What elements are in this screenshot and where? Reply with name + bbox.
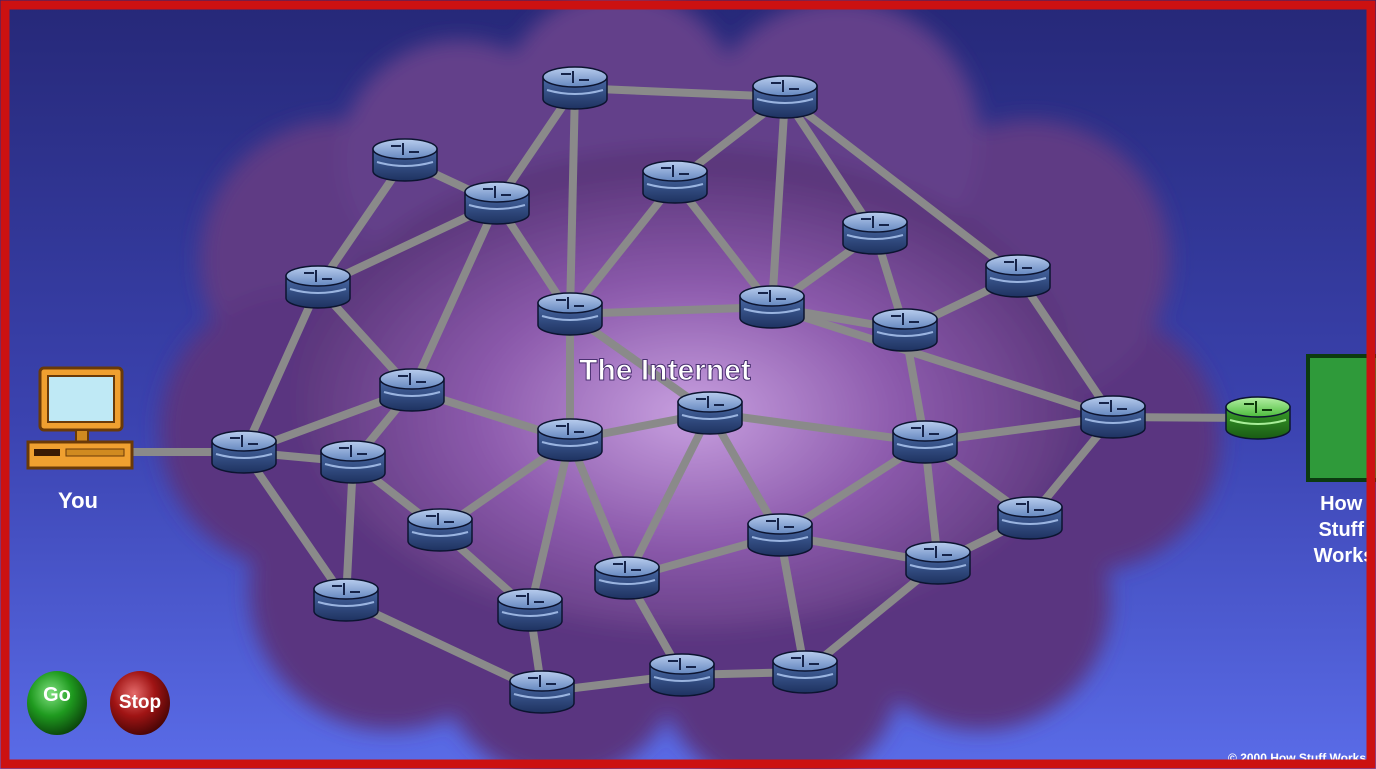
- go-button[interactable]: Go: [27, 671, 87, 735]
- router-icon[interactable]: [893, 421, 957, 463]
- computer-icon[interactable]: [28, 368, 132, 468]
- router-icon[interactable]: [510, 671, 574, 713]
- router-icon[interactable]: [873, 309, 937, 351]
- router-icon[interactable]: [843, 212, 907, 254]
- router-icon[interactable]: [543, 67, 607, 109]
- router-icon[interactable]: [538, 293, 602, 335]
- server-label: How Stuff Works: [1314, 493, 1375, 567]
- router-icon[interactable]: [498, 589, 562, 631]
- router-icon[interactable]: [286, 266, 350, 308]
- gateway-router-icon[interactable]: [1226, 397, 1290, 439]
- server-label-line: Stuff: [1318, 519, 1364, 541]
- router-icon[interactable]: [321, 441, 385, 483]
- router-icon[interactable]: [643, 161, 707, 203]
- router-icon[interactable]: [773, 651, 837, 693]
- router-icon[interactable]: [998, 497, 1062, 539]
- router-icon[interactable]: [408, 509, 472, 551]
- stop-button-label: Stop: [119, 692, 161, 713]
- network-link: [570, 88, 575, 314]
- router-icon[interactable]: [373, 139, 437, 181]
- router-icon[interactable]: [465, 182, 529, 224]
- router-icon[interactable]: [212, 431, 276, 473]
- router-icon[interactable]: [650, 654, 714, 696]
- stop-button[interactable]: Stop: [110, 671, 170, 735]
- router-icon[interactable]: [1081, 396, 1145, 438]
- server-label-line: Works: [1314, 545, 1375, 567]
- router-icon[interactable]: [380, 369, 444, 411]
- router-icon[interactable]: [314, 579, 378, 621]
- router-icon[interactable]: [748, 514, 812, 556]
- router-icon[interactable]: [538, 419, 602, 461]
- cloud-label: The Internet: [579, 354, 751, 387]
- router-icon[interactable]: [678, 392, 742, 434]
- router-icon[interactable]: [906, 542, 970, 584]
- router-icon[interactable]: [986, 255, 1050, 297]
- go-button-label: Go: [43, 684, 71, 706]
- you-label: You: [58, 488, 98, 513]
- server-label-line: How: [1320, 493, 1363, 515]
- router-icon[interactable]: [740, 286, 804, 328]
- server-icon[interactable]: [1308, 356, 1376, 480]
- router-icon[interactable]: [753, 76, 817, 118]
- router-icon[interactable]: [595, 557, 659, 599]
